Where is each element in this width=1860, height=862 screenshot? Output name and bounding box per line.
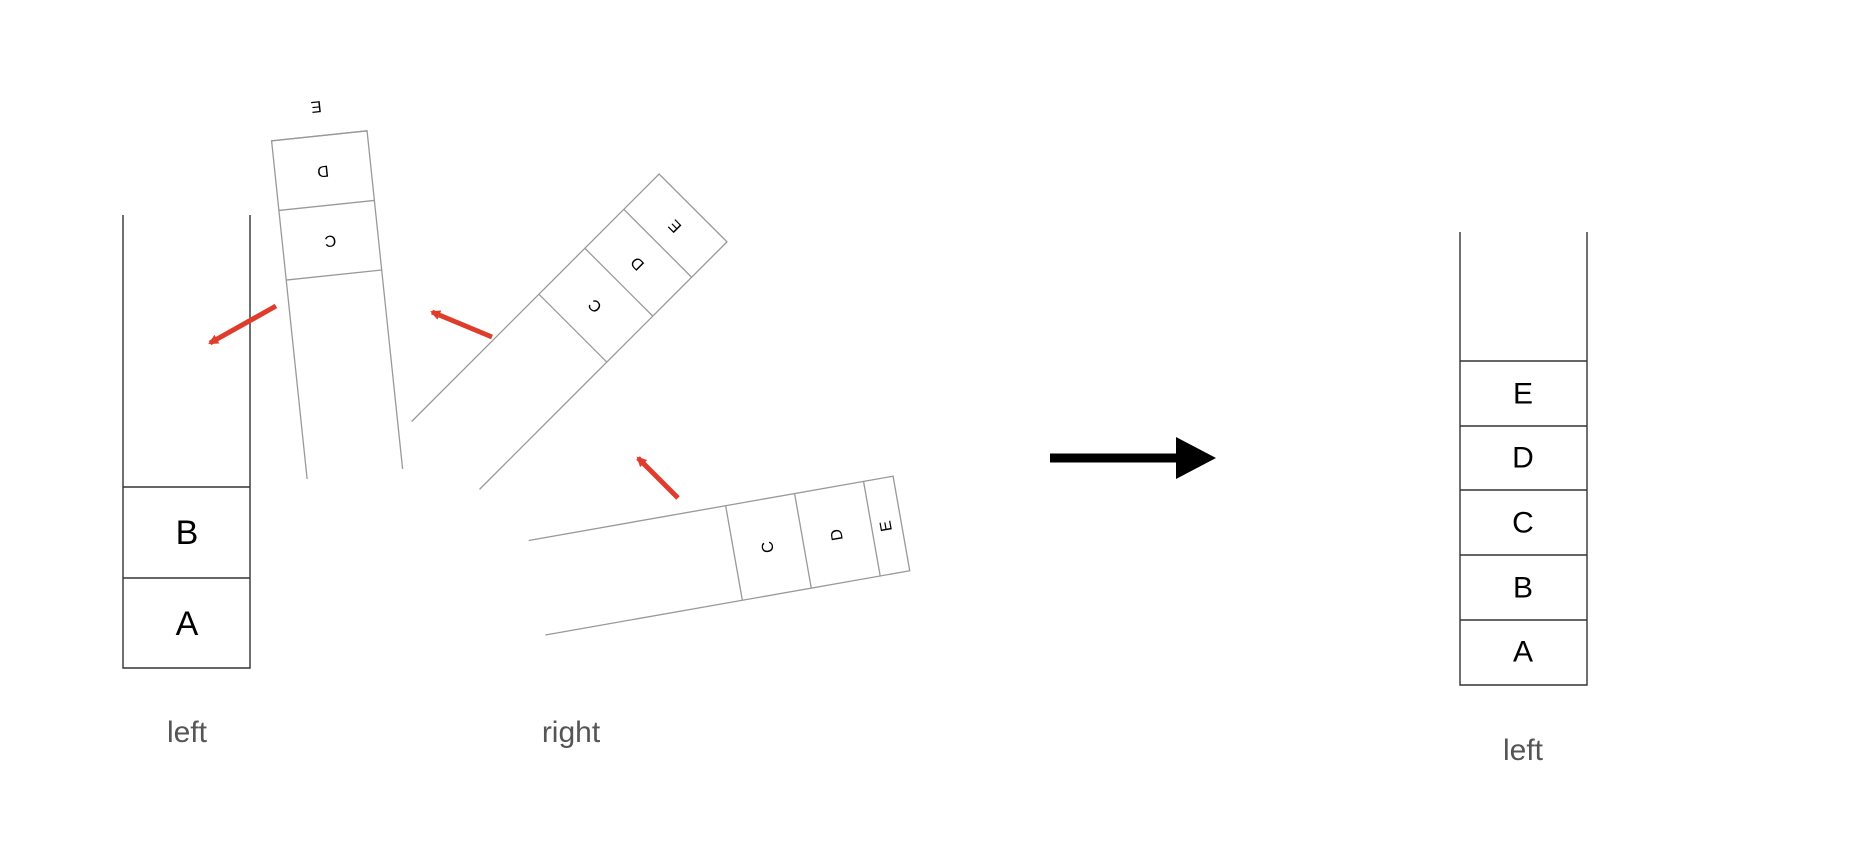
left-stack-before: B A left [122, 215, 251, 749]
result-arrow [1050, 437, 1216, 479]
frame-2-cell-d: D [628, 253, 648, 273]
rotation-arrow-1 [636, 456, 680, 500]
left-after-cell-a: A [1513, 636, 1533, 669]
left-stack-container [122, 215, 251, 669]
rotation-arrow-3 [208, 303, 278, 346]
frame-2-cell-e: E [666, 216, 686, 236]
cell-divider [538, 293, 608, 363]
left-after-cell-c: C [1512, 507, 1534, 540]
left-after-cell-d: D [1512, 442, 1534, 475]
right-stack-frame-1: C D E [528, 475, 911, 636]
frame-3-cell-e: E [310, 97, 322, 115]
right-stack-frame-2: C D E [411, 173, 728, 490]
frame-1-cell-d: D [828, 528, 847, 542]
left-after-caption: left [1503, 734, 1544, 767]
left-after-cell-b: B [1513, 572, 1533, 605]
cell-divider [271, 130, 368, 142]
cell-divider [862, 481, 881, 577]
left-stack-after: E D C B A left [1459, 232, 1588, 767]
left-after-cell-e: E [1513, 378, 1533, 411]
left-stack-after-container [1459, 232, 1588, 686]
cell-divider [286, 269, 382, 281]
frame-3-cell-d: D [316, 162, 329, 180]
right-stack-frame-3: C D E [270, 97, 404, 480]
cell-divider [623, 208, 693, 278]
right-stack-frame-3-container [270, 130, 404, 480]
frame-1-cell-c: C [759, 540, 778, 554]
left-before-caption: left [167, 716, 208, 749]
frame-2-cell-c: C [585, 295, 605, 315]
cell-divider [793, 493, 812, 589]
cell-divider [725, 505, 743, 601]
left-before-cell-a: A [176, 605, 199, 643]
right-stack-frame-2-container [411, 173, 728, 490]
frame-3-cell-c: C [324, 231, 337, 249]
rotation-arrow-2 [430, 309, 493, 340]
right-stack-caption: right [542, 716, 601, 749]
right-stack-frame-1-container [528, 475, 911, 636]
cell-divider [584, 247, 654, 317]
left-before-cell-b: B [176, 514, 199, 552]
frame-1-cell-e: E [877, 519, 896, 532]
cell-divider [278, 199, 375, 212]
